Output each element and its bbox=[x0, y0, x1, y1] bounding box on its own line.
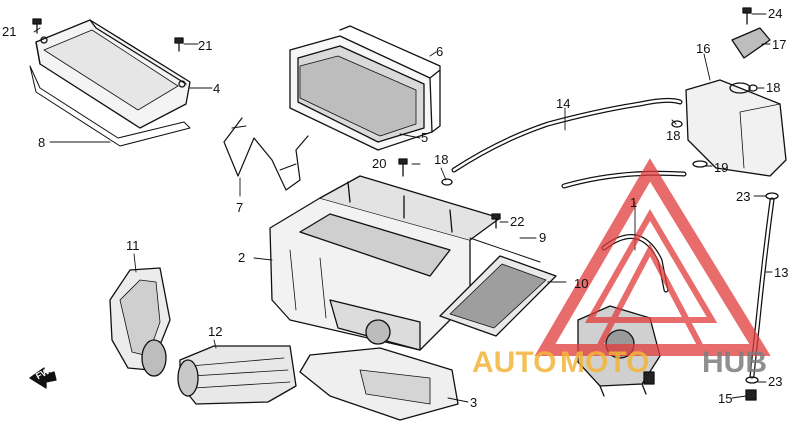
forward-arrow-icon bbox=[29, 367, 57, 389]
callout-12: 12 bbox=[208, 324, 222, 339]
callout-18b: 18 bbox=[666, 128, 680, 143]
screw-21a bbox=[32, 18, 42, 34]
callout-9: 9 bbox=[539, 230, 546, 245]
clip-23-b bbox=[745, 376, 759, 384]
watermark-text-moto: MOTO bbox=[560, 346, 649, 379]
callout-8: 8 bbox=[38, 135, 45, 150]
callout-6: 6 bbox=[436, 44, 443, 59]
screw-21b bbox=[174, 37, 184, 52]
screw-24 bbox=[742, 7, 752, 25]
breather-tank bbox=[685, 79, 787, 177]
callout-22: 22 bbox=[510, 214, 524, 229]
callout-24: 24 bbox=[768, 6, 782, 21]
callout-23b: 23 bbox=[768, 374, 782, 389]
callout-21b: 21 bbox=[198, 38, 212, 53]
callout-1: 1 bbox=[630, 195, 637, 210]
clip-18-b bbox=[671, 120, 683, 128]
intake-screen bbox=[439, 255, 557, 337]
clip-19 bbox=[692, 160, 708, 168]
watermark-logo bbox=[534, 158, 771, 356]
cover-gasket bbox=[29, 65, 191, 147]
air-cleaner-case bbox=[269, 175, 501, 351]
watermark-text: AUTO MOTO HUB bbox=[472, 346, 767, 379]
leader-lines bbox=[33, 13, 773, 403]
intake-duct bbox=[109, 267, 171, 377]
callout-2: 2 bbox=[238, 250, 245, 265]
watermark-text-auto: AUTO bbox=[472, 346, 556, 379]
bracket-17 bbox=[731, 27, 771, 59]
callout-3: 3 bbox=[470, 395, 477, 410]
callout-17: 17 bbox=[772, 37, 786, 52]
callout-14: 14 bbox=[556, 96, 570, 111]
bolt-20 bbox=[398, 158, 408, 177]
callout-15: 15 bbox=[718, 391, 732, 406]
intake-tube bbox=[177, 345, 297, 405]
callout-20: 20 bbox=[372, 156, 386, 171]
plug-15 bbox=[745, 389, 757, 401]
callout-4: 4 bbox=[213, 81, 220, 96]
callout-11: 11 bbox=[126, 238, 140, 253]
clip-18-a bbox=[441, 178, 453, 186]
clip-18-c bbox=[748, 84, 758, 92]
air-cleaner-cover bbox=[35, 19, 191, 129]
air-filter-element bbox=[289, 25, 441, 151]
spring-clip bbox=[223, 117, 309, 191]
callout-16: 16 bbox=[696, 41, 710, 56]
callout-18c: 18 bbox=[766, 80, 780, 95]
callout-23a: 23 bbox=[736, 189, 750, 204]
screw-22 bbox=[491, 213, 501, 229]
callout-18a: 18 bbox=[434, 152, 448, 167]
callout-7: 7 bbox=[236, 200, 243, 215]
callout-13: 13 bbox=[774, 265, 788, 280]
watermark-text-hub: HUB bbox=[702, 346, 767, 379]
callout-10: 10 bbox=[574, 276, 588, 291]
callout-21a: 21 bbox=[2, 24, 16, 39]
callout-19: 19 bbox=[714, 160, 728, 175]
callout-5: 5 bbox=[421, 130, 428, 145]
